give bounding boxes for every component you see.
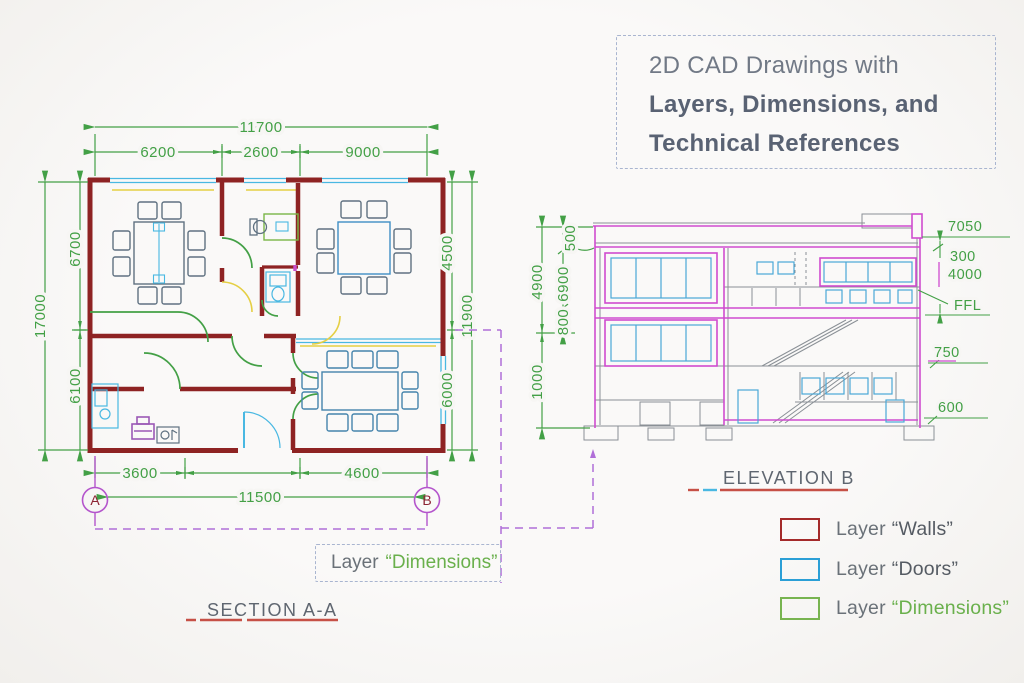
dim-bottom-overall: 11500: [238, 489, 281, 506]
fixture-desk-bottomleft: [91, 383, 119, 429]
dim-left-overall: 17000: [32, 294, 49, 338]
furniture-table-topright: [337, 221, 391, 275]
legend-walls-prefix: Layer: [836, 518, 886, 540]
legend-row-dimensions: Layer“Dimensions”: [780, 597, 1009, 620]
fixture-wc-toilet: [265, 271, 291, 303]
callout-prefix: Layer: [331, 552, 379, 573]
plan-doors-yellow: [221, 281, 341, 345]
grid-marker-a: A: [90, 492, 100, 508]
legend-doors-prefix: Layer: [836, 558, 886, 580]
legend-walls-value: “Walls”: [891, 518, 954, 540]
title-line-1: 2D CAD Drawings with: [649, 52, 900, 79]
elev-dim-800: 800: [555, 309, 572, 336]
layer-dimensions-callout: Layer “Dimensions”: [315, 544, 501, 582]
plan-windows-layer: [110, 177, 447, 424]
dim-top-3: 9000: [345, 144, 380, 161]
plan-doors-green: [90, 237, 319, 420]
grid-marker-b: B: [422, 492, 431, 508]
elevation-magenta-layer: [593, 213, 923, 428]
title-box: 2D CAD Drawings with Layers, Dimensions,…: [616, 35, 996, 169]
section-label: SECTION A-A: [207, 600, 338, 620]
level-600: 600: [938, 400, 964, 416]
floor-plan: 11700 6200 2600 9000 17000 6700 6100 450…: [29, 116, 480, 526]
dim-right-2: 6000: [439, 372, 456, 407]
elevation-grey-structure: [583, 213, 935, 441]
plan-dimensions-layer: [38, 123, 478, 501]
dim-right-overall: 11900: [459, 294, 476, 337]
legend-dimensions-value: “Dimensions”: [891, 597, 1010, 619]
dim-bottom-1: 3600: [122, 465, 157, 482]
elevation-label: ELEVATION B: [723, 468, 855, 488]
elev-dim-6900: 6900: [555, 266, 572, 301]
dim-bottom-2: 4600: [344, 465, 379, 482]
elevation-drawing: 4900 1000 500 6900 800 7050 300 4000 FFL…: [526, 213, 1010, 441]
elev-dim-1000: 1000: [529, 364, 546, 399]
furniture-table-bottom: [301, 350, 419, 432]
dim-left-1: 6700: [67, 231, 84, 266]
plan-door-blue: [243, 411, 281, 449]
walls-layer-swatch: [780, 518, 820, 541]
legend-row-doors: Layer“Doors”: [780, 558, 958, 581]
reference-arrow: [590, 449, 596, 458]
elevation-glazing-layer: [610, 257, 913, 424]
legend-row-walls: Layer“Walls”: [780, 518, 953, 541]
level-750: 750: [934, 345, 960, 361]
furniture-table-topleft-detail: [152, 222, 166, 284]
title-line-3: Technical References: [649, 130, 901, 157]
dim-left-2: 6100: [67, 368, 84, 403]
legend-dimensions-prefix: Layer: [836, 597, 886, 619]
plan-walls-layer: [87, 177, 446, 453]
fixture-wc-small: [156, 426, 180, 444]
elevation-dims-left: [536, 215, 595, 440]
plan-lintels: [112, 189, 436, 347]
label-underlines: [186, 488, 848, 622]
reference-dashed-lines: [95, 329, 594, 583]
dimensions-layer-swatch: [780, 597, 820, 620]
level-4000: 4000: [948, 267, 982, 283]
dim-right-1: 4500: [439, 235, 456, 270]
elevation-levels: [917, 230, 1010, 425]
level-300: 300: [950, 249, 976, 265]
dim-top-2: 2600: [243, 144, 278, 161]
furniture-table-topleft: [112, 201, 206, 305]
grid-markers: A B: [81, 456, 441, 526]
legend-doors-value: “Doors”: [891, 558, 959, 580]
dim-top-1: 6200: [140, 144, 175, 161]
doors-layer-swatch: [780, 558, 820, 581]
furniture-chairs-topright: [316, 200, 412, 295]
elev-dim-500: 500: [562, 225, 579, 252]
callout-value: “Dimensions”: [385, 552, 498, 573]
level-ffl: FFL: [954, 298, 981, 314]
title-line-2: Layers, Dimensions, and: [649, 91, 939, 118]
fixture-office-desk: [249, 213, 299, 241]
elev-dim-4900: 4900: [529, 264, 546, 299]
fixture-copier: [131, 416, 155, 440]
dim-top-overall: 11700: [239, 119, 282, 136]
level-7050: 7050: [948, 219, 982, 235]
